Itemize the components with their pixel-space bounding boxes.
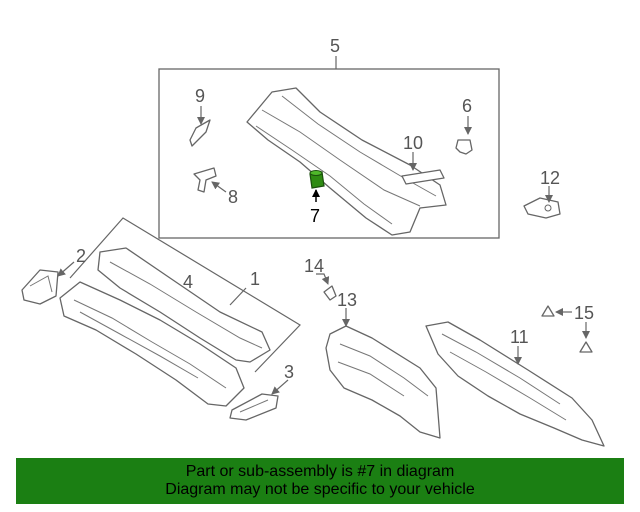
part-12-bracket: 12 — [523, 168, 561, 219]
part-14-clip: 14 — [304, 256, 337, 301]
part-3-bracket: 3 — [229, 362, 294, 421]
part-8-fastener: 8 — [193, 167, 238, 207]
callout-3: 3 — [284, 362, 294, 382]
assembly-5-box — [158, 68, 500, 239]
parts-diagram: 5 10 9 8 6 7 12 — [21, 36, 605, 447]
cowl-top-panel — [246, 87, 447, 236]
callout-1: 1 — [250, 269, 260, 289]
callout-6: 6 — [462, 96, 472, 116]
part-6-plug: 6 — [455, 96, 473, 155]
callout-2: 2 — [76, 246, 86, 266]
callout-14: 14 — [304, 256, 324, 276]
part-2-seal: 2 — [21, 246, 86, 305]
callout-10: 10 — [403, 133, 423, 153]
callout-12: 12 — [540, 168, 560, 188]
cowl-vent-assembly — [59, 247, 271, 407]
assembly-5-group: 5 — [158, 36, 500, 239]
banner-line-2: Diagram may not be specific to your vehi… — [165, 481, 475, 498]
part-15-clips: 15 — [541, 303, 594, 353]
callout-5: 5 — [330, 36, 340, 56]
callout-7: 7 — [310, 206, 320, 226]
part-9-clip: 9 — [189, 86, 211, 147]
part-11-insulator: 11 — [425, 321, 605, 447]
callout-8: 8 — [228, 187, 238, 207]
info-banner: Part or sub-assembly is #7 in diagram Di… — [16, 458, 624, 504]
callout-9: 9 — [195, 86, 205, 106]
part-7-grommet: 7 — [309, 170, 325, 226]
part-10-clip: 10 — [401, 133, 445, 185]
banner-line-1: Part or sub-assembly is #7 in diagram — [185, 463, 455, 480]
callout-15: 15 — [574, 303, 594, 323]
part-13-insulator: 13 — [325, 290, 441, 439]
callout-13: 13 — [337, 290, 357, 310]
callout-4: 4 — [183, 272, 193, 292]
callout-11: 11 — [510, 327, 529, 347]
